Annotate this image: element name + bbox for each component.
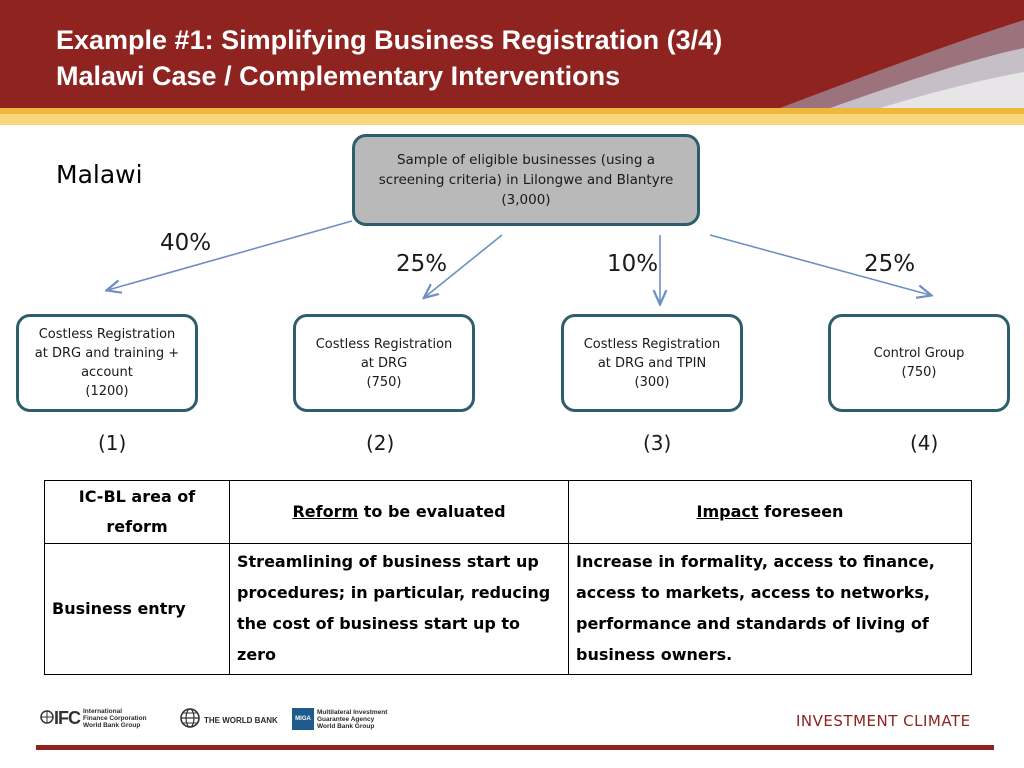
cell-impact: Increase in formality, access to finance…	[568, 543, 972, 675]
worldbank-logo: THE WORLD BANK	[180, 708, 278, 732]
flow-arrows	[0, 220, 1024, 325]
worldbank-globe-icon	[180, 708, 200, 732]
group-1-number: (1)	[98, 431, 127, 455]
group-4-box: Control Group (750)	[828, 314, 1010, 412]
worldbank-text: THE WORLD BANK	[204, 715, 278, 725]
header-swoosh-decoration	[780, 20, 1024, 108]
cell-reform: Streamlining of business start up proced…	[229, 543, 569, 675]
header-gold-bar-light	[0, 114, 1024, 125]
investment-climate-brand: INVESTMENT CLIMATE	[796, 712, 971, 730]
arrow-to-group-4	[709, 234, 930, 295]
table-row: Business entry Streamlining of business …	[44, 543, 972, 675]
miga-logo: MIGA Multilateral Investment Guarantee A…	[292, 708, 387, 730]
slide-title-line-2: Malawi Case / Complementary Intervention…	[56, 61, 621, 91]
footer-rule	[36, 745, 994, 750]
header-impact-underlined: Impact	[696, 502, 759, 521]
country-label: Malawi	[56, 160, 143, 189]
arrow-to-group-1	[108, 220, 353, 290]
ifc-logo: IFC International Finance Corporation Wo…	[40, 708, 147, 729]
slide-title-line-1: Example #1: Simplifying Business Registr…	[56, 25, 723, 55]
header-reform: Reform to be evaluated	[229, 480, 569, 544]
miga-mark: MIGA	[292, 708, 314, 730]
arrow-to-group-2	[425, 234, 503, 297]
header-reform-rest: to be evaluated	[358, 502, 506, 521]
table-header-row: IC-BL area of reform Reform to be evalua…	[44, 480, 972, 544]
header-banner: Example #1: Simplifying Business Registr…	[0, 0, 1024, 108]
header-area: IC-BL area of reform	[44, 480, 230, 544]
group-4-percent: 25%	[864, 251, 916, 277]
group-1-box: Costless Registration at DRG and trainin…	[16, 314, 198, 412]
cell-area: Business entry	[44, 543, 230, 675]
slide-title: Example #1: Simplifying Business Registr…	[56, 22, 722, 94]
ifc-mark: IFC	[54, 708, 81, 728]
header-impact-rest: foreseen	[758, 502, 844, 521]
group-4-number: (4)	[910, 431, 939, 455]
group-3-box: Costless Registration at DRG and TPIN (3…	[561, 314, 743, 412]
group-3-percent: 10%	[607, 251, 659, 277]
reform-table: IC-BL area of reform Reform to be evalua…	[44, 480, 972, 675]
group-1-percent: 40%	[160, 230, 212, 256]
globe-icon	[40, 709, 54, 728]
group-3-number: (3)	[643, 431, 672, 455]
header-reform-underlined: Reform	[292, 502, 359, 521]
group-2-box: Costless Registration at DRG (750)	[293, 314, 475, 412]
miga-text: Multilateral Investment Guarantee Agency…	[317, 708, 388, 730]
header-impact: Impact foreseen	[568, 480, 972, 544]
group-2-number: (2)	[366, 431, 395, 455]
ifc-text: International Finance Corporation World …	[83, 708, 147, 729]
group-2-percent: 25%	[396, 251, 448, 277]
sample-box: Sample of eligible businesses (using a s…	[352, 134, 700, 226]
